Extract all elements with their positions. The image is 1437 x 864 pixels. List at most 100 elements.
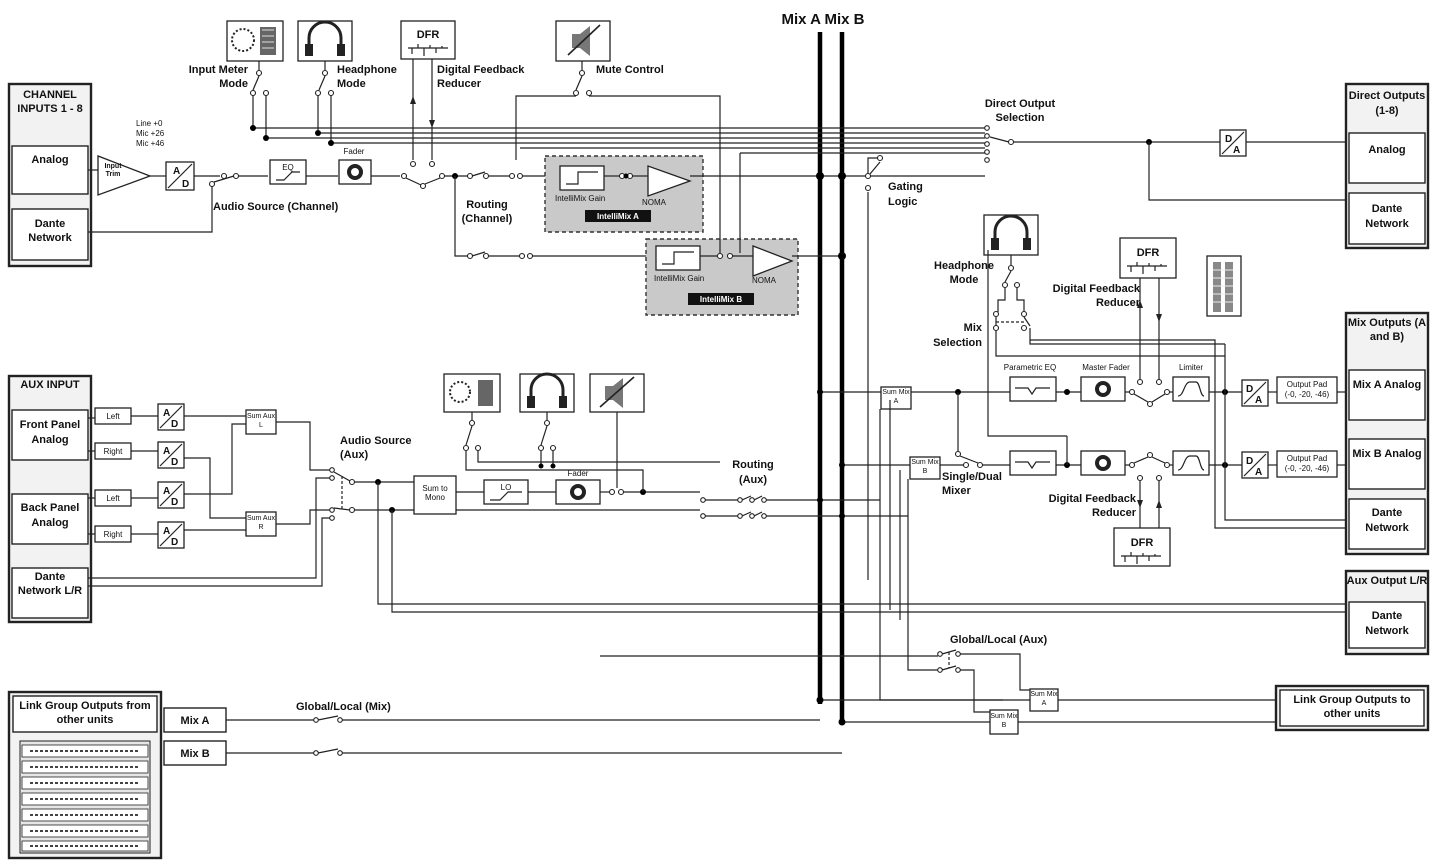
intellimix-b-block: IntelliMix Gain NOMA IntelliMix B — [645, 238, 799, 316]
output-pad-b: Output Pad (-0, -20, -46) — [1276, 450, 1338, 478]
master-fader-b — [1080, 450, 1126, 476]
gating-logic-label: Gating Logic — [888, 181, 923, 208]
aux-input-block: AUX INPUT Front Panel Analog Back Panel … — [7, 374, 93, 624]
output-pad-a: Output Pad (-0, -20, -46) — [1276, 376, 1338, 404]
mute-icon — [555, 20, 611, 62]
aux-ad-2: AD — [157, 441, 185, 469]
svg-text:D: D — [1246, 456, 1253, 467]
svg-text:(-0, -20, -46): (-0, -20, -46) — [1285, 464, 1330, 473]
svg-text:D: D — [171, 457, 178, 468]
mix-b-analog-label: Mix B Analog — [1352, 448, 1422, 460]
aux-meter-icon — [443, 373, 501, 413]
mix-bus-header: Mix A Mix B — [781, 11, 864, 28]
svg-text:Left: Left — [106, 412, 120, 421]
link-in-mix-a: Mix A — [163, 707, 227, 733]
headphone-mode-mix-label: Headphone Mode — [934, 260, 994, 286]
trim-level-mic46: Mic +46 — [136, 139, 165, 148]
mix-selection-label: Mix Selection — [933, 322, 982, 349]
svg-text:A: A — [163, 408, 170, 419]
channel-ad-converter: A D — [165, 161, 195, 191]
svg-text:LO: LO — [501, 483, 512, 492]
aux-ad-4: AD — [157, 521, 185, 549]
svg-text:NOMA: NOMA — [642, 198, 667, 207]
output-meter-icon — [1206, 255, 1242, 317]
direct-dante-label: Dante Network — [1365, 203, 1409, 230]
headphone-icon — [297, 20, 353, 62]
aux-output-dante-label: Dante Network — [1365, 610, 1409, 637]
sum-mix-b-channel: Sum Mix B — [909, 456, 941, 480]
audio-source-channel-label: Audio Source (Channel) — [213, 201, 339, 213]
mix-b-da: D A — [1241, 451, 1269, 479]
direct-analog-label: Analog — [1368, 144, 1405, 156]
channel-eq: EQ — [269, 159, 307, 185]
svg-text:D: D — [1246, 384, 1253, 395]
sum-mix-a-channel: Sum Mix A — [880, 386, 912, 410]
trim-level-mic26: Mic +26 — [136, 129, 165, 138]
direct-output-selection-label: Direct Output Selection — [984, 98, 1056, 124]
svg-text:IntelliMix Gain: IntelliMix Gain — [555, 194, 605, 203]
mix-dante-label: Dante Network — [1365, 507, 1409, 534]
svg-text:DFR: DFR — [1137, 247, 1160, 259]
mix-outputs-title: Mix Outputs (A and B) — [1347, 317, 1427, 343]
svg-text:Right: Right — [104, 447, 123, 456]
headphone-icon-mix — [983, 214, 1039, 256]
headphone-mode-label: Headphone Mode — [337, 64, 397, 90]
limiter-label: Limiter — [1179, 363, 1203, 372]
channel-analog-input — [11, 145, 89, 195]
dfr-mix-bottom-label: Digital Feedback Reducer — [1048, 493, 1136, 519]
limiter-b — [1172, 450, 1210, 476]
svg-text:D: D — [182, 179, 189, 190]
input-trim-amp: Input Trim — [97, 155, 152, 196]
channel-analog-label: Analog — [31, 154, 68, 166]
mix-a-da: D A — [1241, 379, 1269, 407]
global-local-mix-label: Global/Local (Mix) — [296, 701, 391, 713]
aux-fader-label: Fader — [568, 469, 589, 478]
aux-fader-knob — [555, 479, 601, 505]
input-meter-mode-label: Input Meter Mode — [188, 64, 248, 90]
master-fader-label: Master Fader — [1082, 363, 1130, 372]
parametric-eq-b — [1009, 450, 1057, 476]
direct-outputs-title: Direct Outputs (1-8) — [1348, 90, 1426, 117]
direct-outputs-block: Direct Outputs (1-8) Analog Dante Networ… — [1344, 82, 1430, 250]
routing-aux-label: Routing (Aux) — [732, 459, 774, 486]
svg-text:A: A — [163, 446, 170, 457]
svg-text:A: A — [163, 526, 170, 537]
direct-da-converter: D A — [1219, 129, 1247, 157]
svg-text:D: D — [171, 537, 178, 548]
svg-text:D: D — [1225, 134, 1232, 145]
svg-text:Left: Left — [106, 494, 120, 503]
svg-text:Output Pad: Output Pad — [1287, 454, 1327, 463]
sum-mix-b-link: Sum Mix B — [989, 709, 1019, 735]
sum-mix-a-link: Sum Mix A — [1029, 688, 1059, 712]
link-in-block: Link Group Outputs from other units — [7, 690, 163, 860]
parametric-eq-a — [1009, 376, 1057, 402]
svg-text:Right: Right — [104, 530, 123, 539]
intellimix-a-block: IntelliMix Gain NOMA IntelliMix A — [544, 155, 704, 233]
front-panel-label: Front Panel Analog — [19, 419, 81, 446]
dfr-icon-mix-top: DFR — [1119, 237, 1177, 279]
parametric-eq-label: Parametric EQ — [1004, 363, 1056, 372]
master-fader-a — [1080, 376, 1126, 402]
svg-text:IntelliMix Gain: IntelliMix Gain — [654, 274, 704, 283]
rack-units-image — [19, 740, 151, 854]
svg-text:DFR: DFR — [1131, 537, 1154, 549]
channel-inputs-title: CHANNEL INPUTS 1 - 8 — [17, 89, 83, 115]
aux-output-title: Aux Output L/R — [1346, 575, 1428, 587]
svg-text:IntelliMix B: IntelliMix B — [700, 295, 742, 304]
svg-text:A: A — [163, 486, 170, 497]
aux-left-front: Left — [94, 407, 132, 425]
aux-mute-icon — [589, 373, 645, 413]
link-in-mix-b: Mix B — [163, 740, 227, 766]
channel-dante-input — [11, 208, 89, 261]
mix-a-analog-label: Mix A Analog — [1352, 379, 1422, 391]
mix-outputs-block: Mix Outputs (A and B) Mix A Analog Mix B… — [1344, 311, 1430, 556]
sum-aux-r: Sum Aux R — [245, 511, 277, 537]
svg-text:(-0, -20, -46): (-0, -20, -46) — [1285, 390, 1330, 399]
svg-text:EQ: EQ — [282, 163, 294, 172]
global-local-aux-label: Global/Local (Aux) — [950, 634, 1048, 646]
channel-dante-label: Dante Network — [28, 218, 72, 244]
svg-text:IntelliMix A: IntelliMix A — [597, 212, 639, 221]
svg-text:D: D — [171, 497, 178, 508]
sum-aux-l: Sum Aux L — [245, 409, 277, 435]
aux-headphone-icon — [519, 372, 575, 413]
